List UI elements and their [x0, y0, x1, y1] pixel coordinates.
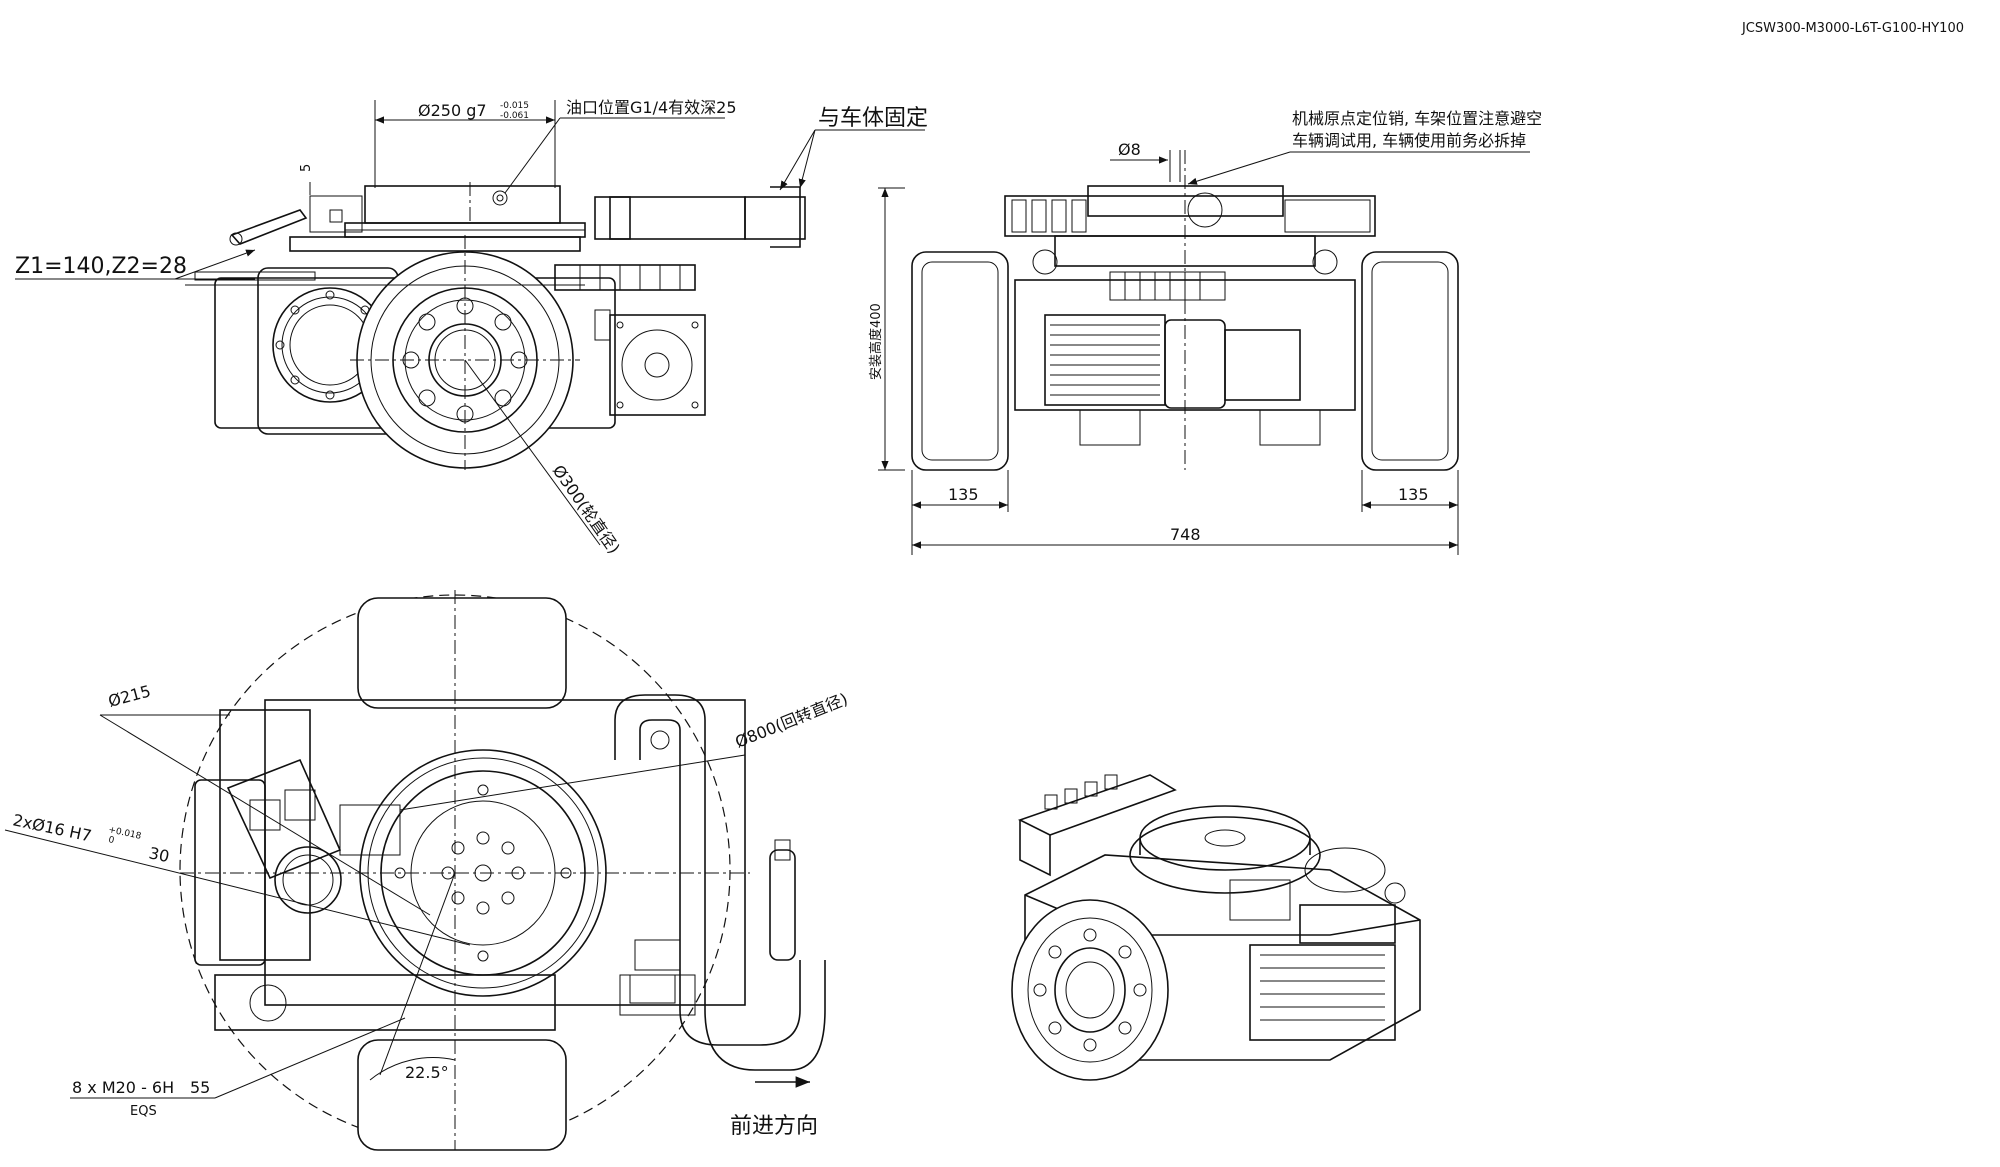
pin-note-line1: 机械原点定位销, 车架位置注意避空 — [1292, 109, 1542, 128]
wheel-width-left-label: 135 — [948, 485, 979, 504]
angle-label: 22.5° — [405, 1063, 449, 1082]
wheel-top-lower — [357, 1039, 567, 1151]
wheel-dia-label: Ø300(轮直径) — [549, 461, 624, 557]
pin-tol-lower: 0 — [107, 835, 115, 846]
wheel-top-upper — [357, 597, 567, 709]
bolt-circle-label: Ø215 — [106, 681, 153, 711]
dim-5-label: 5 — [299, 164, 314, 172]
wheel-left-front — [911, 251, 1009, 471]
pin-holes-label: 2xØ16 H7 — [11, 810, 93, 845]
wheel-width-right-label: 135 — [1398, 485, 1429, 504]
oil-port-label: 油口位置G1/4有效深25 — [566, 98, 737, 117]
forward-direction-label: 前进方向 — [730, 1114, 818, 1139]
drawing-code: JCSW300-M3000-L6T-G100-HY100 — [1741, 21, 1964, 36]
flange-tol-upper: -0.015 — [500, 101, 529, 111]
pin-dia-label: Ø8 — [1118, 140, 1141, 159]
fix-to-body-label: 与车体固定 — [818, 106, 928, 131]
isometric-view — [1011, 774, 1421, 1081]
gear-ratio-label: Z1=140,Z2=28 — [15, 254, 187, 279]
thread-spec-label: 8 x M20 - 6H — [72, 1078, 174, 1097]
side-view: Ø250 g7 -0.015 -0.061 油口位置G1/4有效深25 与车体固… — [15, 98, 928, 557]
install-height-label: 安装高度400 — [868, 303, 884, 380]
pin-note-line2: 车辆调试用, 车辆使用前务必拆掉 — [1292, 131, 1526, 150]
iso-wheel — [1011, 899, 1169, 1081]
overall-width-label: 748 — [1170, 525, 1201, 544]
front-view: Ø8 机械原点定位销, 车架位置注意避空 车辆调试用, 车辆使用前务必拆掉 安装… — [868, 109, 1542, 555]
thread-depth-label: 55 — [190, 1078, 210, 1097]
top-view: Ø215 Ø800(回转直径) 2xØ16 H7 +0.018 0 30 8 x… — [4, 590, 850, 1151]
eqs-label: EQS — [130, 1104, 157, 1119]
swing-dia-label: Ø800(回转直径) — [732, 689, 850, 751]
wheel-right-front — [1361, 251, 1459, 471]
pin-depth-label: 30 — [147, 843, 171, 866]
flange-tol-lower: -0.061 — [500, 111, 529, 121]
flange-dia-label: Ø250 g7 — [418, 101, 487, 120]
